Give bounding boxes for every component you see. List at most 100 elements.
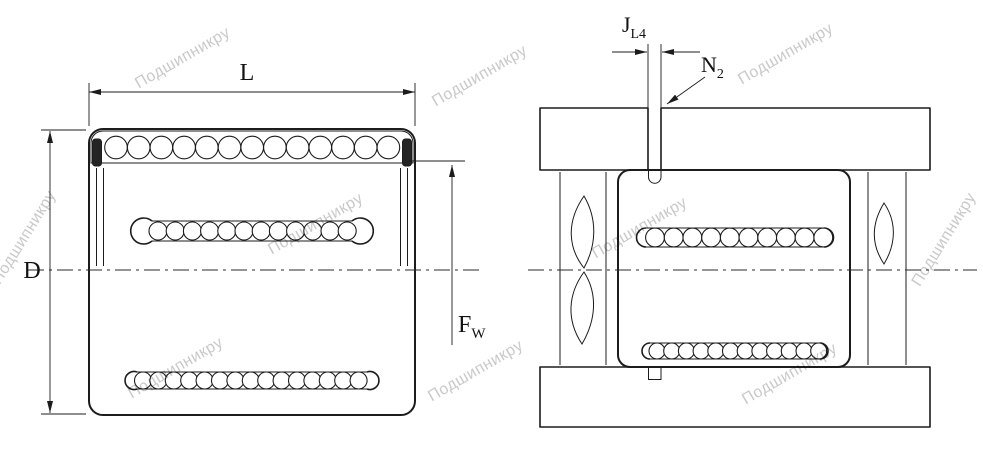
label-J-subscript: L4 — [631, 27, 647, 42]
ball — [148, 221, 168, 241]
housing-bottom-block — [539, 366, 931, 428]
ball — [736, 342, 754, 360]
right-view-mounted-section: JL4 N2 — [528, 12, 977, 428]
ball — [692, 342, 710, 360]
ball — [165, 221, 185, 241]
bottom-track-left-end — [124, 370, 138, 391]
ball — [682, 227, 703, 248]
mounted-lower-ball-row — [648, 342, 828, 360]
mounted-ball-row — [645, 227, 834, 248]
ball — [376, 135, 401, 160]
ball — [285, 135, 310, 160]
ball — [721, 342, 740, 360]
left-view-bearing-section: L D FW — [23, 60, 486, 416]
left-seal-lower — [570, 271, 595, 345]
left-seal-upper — [570, 195, 595, 269]
shaft-ring-lines — [559, 172, 907, 365]
lower-track-left-end — [641, 342, 651, 360]
ball — [780, 342, 798, 360]
ball — [766, 342, 784, 360]
ball — [334, 371, 353, 390]
ball — [337, 221, 357, 241]
ball — [308, 135, 333, 160]
bearing-outer-body — [88, 128, 416, 416]
ball — [663, 342, 681, 360]
lubrication-hole-countersink — [648, 170, 662, 184]
housing-top-left-block — [539, 107, 649, 171]
ball — [287, 371, 307, 390]
bottom-ball-row — [133, 371, 368, 390]
middle-track-left-hook — [129, 217, 153, 245]
sleeve-edge-lines — [96, 168, 408, 266]
ball — [303, 371, 322, 390]
ball — [126, 135, 151, 160]
watermark-text: Подшипникру — [909, 190, 980, 290]
dimension-label-N2: N2 — [701, 52, 724, 82]
label-Fw-subscript: W — [471, 326, 486, 342]
dimension-label-L: L — [240, 60, 255, 86]
ball — [234, 221, 254, 241]
ball — [241, 371, 260, 390]
dimension-JL4-extension-lines — [647, 44, 662, 108]
ball — [172, 135, 196, 160]
watermark-text: Подшипникру — [429, 42, 530, 110]
dimension-L-extension-lines — [88, 83, 416, 126]
ball — [813, 227, 834, 248]
watermark-text: Подшипникру — [132, 24, 233, 92]
left-seal-lip — [92, 138, 102, 167]
ball — [182, 221, 202, 241]
middle-track-right-hook — [351, 217, 375, 245]
ball — [263, 135, 287, 160]
ball — [701, 227, 722, 248]
ball — [194, 135, 219, 160]
dimension-label-JL4: JL4 — [622, 12, 646, 42]
label-Fw-base: F — [458, 312, 471, 338]
bottom-track-right-end — [366, 370, 380, 391]
ball — [251, 221, 271, 241]
ball — [272, 371, 291, 390]
ball — [226, 371, 245, 390]
ball — [180, 371, 199, 390]
ball — [738, 227, 759, 248]
label-N-subscript: 2 — [717, 67, 724, 82]
ball — [353, 135, 378, 160]
dimension-N2-leader-arrow — [666, 76, 706, 105]
dimension-label-Fw: FW — [458, 312, 486, 342]
ball — [751, 342, 769, 360]
ball — [707, 342, 725, 360]
ball — [349, 371, 368, 390]
ball — [149, 135, 174, 160]
ball — [775, 227, 796, 248]
ball — [240, 135, 265, 160]
ball — [794, 227, 815, 248]
ball — [195, 371, 214, 390]
ball — [677, 342, 695, 360]
ball — [104, 135, 128, 160]
label-J-base: J — [622, 12, 631, 37]
ball — [217, 221, 237, 241]
top-ball-row — [104, 135, 401, 160]
middle-track-lines — [152, 220, 352, 242]
dimension-label-D: D — [23, 258, 40, 284]
ball — [810, 342, 828, 360]
ball — [663, 227, 684, 248]
ball — [200, 221, 220, 241]
ball — [210, 371, 230, 390]
dimension-D-extension-lines — [41, 129, 86, 415]
upper-track-left-end — [635, 227, 647, 248]
label-N-base: N — [701, 52, 717, 77]
bearing-body-mounted — [617, 169, 851, 368]
ball — [257, 371, 276, 390]
housing-top-right-block — [660, 107, 931, 171]
ball — [318, 371, 337, 390]
ball — [331, 135, 355, 160]
ball — [719, 227, 740, 248]
bottom-lubrication-notch — [648, 367, 662, 380]
retainer-crosshatch-band — [90, 130, 414, 164]
ball — [217, 135, 242, 160]
right-seal-lip — [402, 138, 412, 167]
watermark-text: Подшипникру — [425, 337, 526, 405]
middle-ball-row — [148, 221, 357, 241]
